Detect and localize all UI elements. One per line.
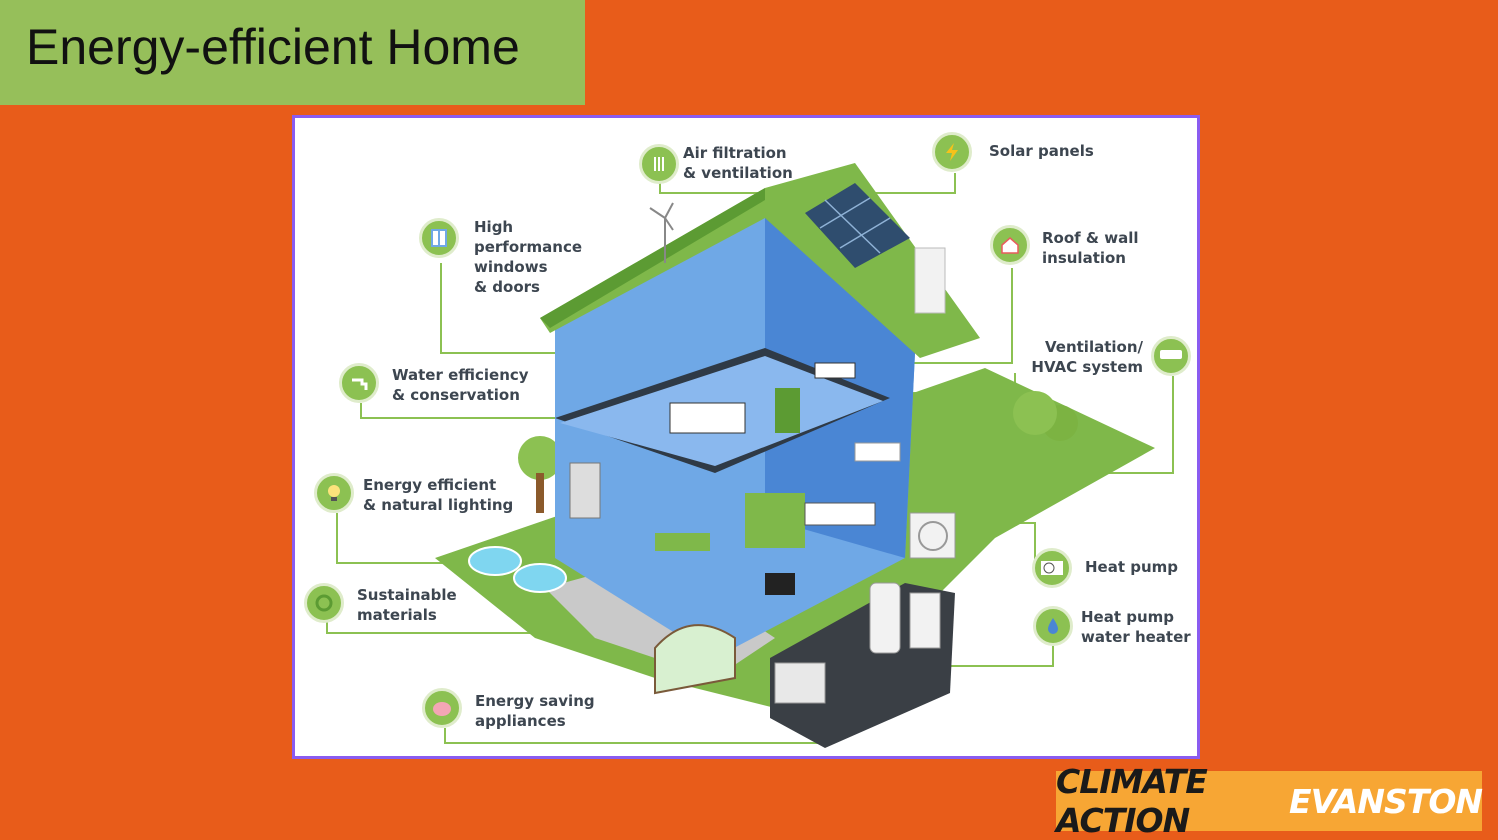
hvac-unit [854, 442, 901, 462]
logo-text-climate-action: CLIMATE ACTION [1056, 762, 1208, 840]
water-drop-icon [1033, 606, 1073, 646]
label-energy-saving-appliances: Energy saving appliances [475, 692, 595, 730]
label-roof-wall-insulation: Roof & wall insulation [1042, 229, 1139, 267]
heat-pump-unit [909, 512, 956, 559]
label-windows-doors: High performance windows & doors [474, 218, 583, 296]
label-air-filtration: Air filtration & ventilation [683, 144, 793, 182]
label-water-efficiency: Water efficiency & conservation [392, 366, 529, 404]
label-heat-pump: Heat pump [1085, 558, 1179, 576]
energy-home-illustration: Air filtration & ventilation Solar panel… [292, 115, 1200, 759]
bed [669, 402, 746, 434]
wind-turbine [649, 202, 674, 263]
hvac-icon [1151, 336, 1191, 376]
basement [770, 583, 955, 748]
faucet-icon [339, 363, 379, 403]
lightbulb-icon [314, 473, 354, 513]
recycle-icon [304, 583, 344, 623]
label-lighting: Energy efficient & natural lighting [363, 476, 514, 514]
logo-text-evanston: EVANSTON [1289, 781, 1483, 821]
solar-panel-icon [932, 132, 972, 172]
house-illustration-svg [326, 163, 1174, 748]
label-hvac-system: Ventilation/ HVAC system [1031, 338, 1143, 376]
air-filtration-icon [639, 144, 679, 184]
label-sustainable-materials: Sustainable materials [357, 586, 457, 624]
climate-action-evanston-logo: CLIMATE ACTION EVANSTON [1056, 762, 1483, 840]
greenhouse [654, 624, 736, 695]
label-heat-pump-water-heater: Heat pump water heater [1081, 608, 1191, 646]
solar-panels [805, 183, 910, 268]
slide-title: Energy-efficient Home [26, 19, 520, 75]
window-icon [419, 218, 459, 258]
title-banner: Energy-efficient Home [0, 0, 585, 105]
tree [518, 436, 562, 480]
label-solar-panels: Solar panels [989, 142, 1094, 160]
house-insulation-icon [990, 225, 1030, 265]
piggy-bank-icon [422, 688, 462, 728]
pond [468, 546, 522, 576]
heat-pump-icon [1032, 548, 1072, 588]
